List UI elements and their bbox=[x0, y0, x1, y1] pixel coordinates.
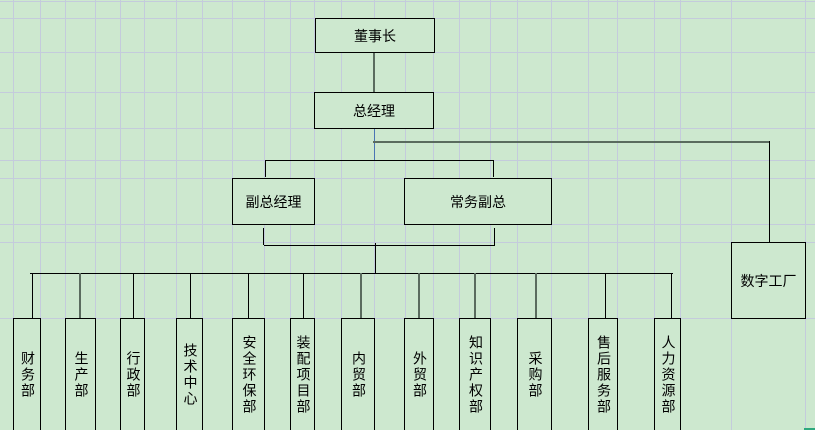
digital-factory-box[interactable]: 数字工厂 bbox=[731, 242, 806, 319]
gridline-vertical bbox=[144, 0, 145, 430]
department-box[interactable]: 财务部 bbox=[13, 318, 41, 430]
department-box[interactable]: 知识产权部 bbox=[459, 318, 491, 430]
selection-handle[interactable] bbox=[804, 428, 815, 430]
department-connector bbox=[79, 273, 81, 318]
department-label: 生产部 bbox=[72, 350, 89, 399]
department-connector bbox=[190, 273, 191, 318]
executive-deputy-box[interactable]: 常务副总 bbox=[404, 178, 552, 225]
gridline-vertical bbox=[731, 0, 732, 430]
gridline-vertical bbox=[805, 0, 806, 430]
department-label: 财务部 bbox=[19, 350, 35, 399]
department-label: 行政部 bbox=[124, 350, 141, 399]
chairman-label: 董事长 bbox=[354, 28, 396, 45]
gridline-vertical bbox=[654, 0, 655, 430]
department-label: 外贸部 bbox=[411, 350, 427, 399]
department-box[interactable]: 生产部 bbox=[65, 318, 96, 430]
department-label: 装配项目部 bbox=[294, 334, 311, 415]
connector-gm-down bbox=[374, 128, 375, 160]
department-connector bbox=[303, 273, 304, 318]
deputy-top-leg-left bbox=[265, 160, 266, 177]
gridline-vertical bbox=[65, 0, 66, 430]
department-label: 售后服务部 bbox=[595, 334, 611, 415]
department-connector bbox=[605, 273, 606, 318]
department-bus bbox=[30, 273, 673, 274]
executive-deputy-label: 常务副总 bbox=[450, 194, 506, 211]
department-connector bbox=[248, 273, 249, 318]
department-label: 内贸部 bbox=[350, 350, 366, 399]
gridline-vertical bbox=[617, 0, 618, 430]
department-label: 人力资源部 bbox=[659, 334, 676, 415]
deputy-gm-box[interactable]: 副总经理 bbox=[232, 178, 315, 225]
gridline-vertical bbox=[588, 0, 589, 430]
department-connector bbox=[418, 273, 420, 318]
department-box[interactable]: 人力资源部 bbox=[654, 318, 681, 430]
connector-deputies-bus bbox=[375, 243, 376, 273]
deputy-top-bracket bbox=[265, 160, 493, 161]
department-box[interactable]: 采购部 bbox=[517, 318, 552, 430]
deputy-bottom-leg-left bbox=[263, 228, 264, 245]
connector-gm-factory-horizontal bbox=[373, 141, 769, 143]
gridline-horizontal bbox=[0, 242, 815, 243]
department-label: 知识产权部 bbox=[467, 334, 483, 415]
gridline-vertical bbox=[341, 0, 342, 430]
digital-factory-label: 数字工厂 bbox=[740, 273, 797, 290]
deputy-gm-label: 副总经理 bbox=[245, 194, 302, 211]
connector-chairman-gm bbox=[373, 52, 375, 92]
department-box[interactable]: 售后服务部 bbox=[588, 318, 618, 430]
department-connector bbox=[360, 273, 362, 318]
gridline-vertical bbox=[374, 0, 375, 430]
department-label: 技术中心 bbox=[181, 342, 198, 407]
general-manager-label: 总经理 bbox=[353, 103, 395, 120]
connector-factory-vertical bbox=[769, 141, 770, 242]
gridline-horizontal bbox=[0, 1, 815, 2]
deputy-top-leg-right bbox=[493, 160, 494, 177]
chairman-box[interactable]: 董事长 bbox=[315, 18, 435, 53]
department-box[interactable]: 技术中心 bbox=[176, 318, 203, 430]
general-manager-box[interactable]: 总经理 bbox=[314, 92, 434, 129]
gridline-vertical bbox=[202, 0, 203, 430]
department-connector bbox=[133, 273, 134, 318]
gridline-vertical bbox=[176, 0, 177, 430]
department-connector bbox=[671, 273, 672, 318]
department-connector bbox=[535, 273, 537, 318]
gridline-vertical bbox=[120, 0, 121, 430]
deputy-bottom-bracket bbox=[264, 245, 495, 246]
gridline-vertical bbox=[13, 0, 14, 430]
department-label: 安全环保部 bbox=[240, 334, 257, 415]
department-box[interactable]: 装配项目部 bbox=[290, 318, 315, 430]
department-connector bbox=[474, 273, 476, 318]
department-box[interactable]: 行政部 bbox=[120, 318, 145, 430]
department-box[interactable]: 外贸部 bbox=[404, 318, 434, 430]
department-box[interactable]: 内贸部 bbox=[341, 318, 375, 430]
department-box[interactable]: 安全环保部 bbox=[232, 318, 265, 430]
gridline-vertical bbox=[40, 0, 41, 430]
gridline-vertical bbox=[95, 0, 96, 430]
gridline-vertical bbox=[680, 0, 681, 430]
department-label: 采购部 bbox=[526, 350, 543, 399]
deputy-bottom-leg-right bbox=[494, 228, 495, 245]
department-connector bbox=[32, 273, 33, 318]
